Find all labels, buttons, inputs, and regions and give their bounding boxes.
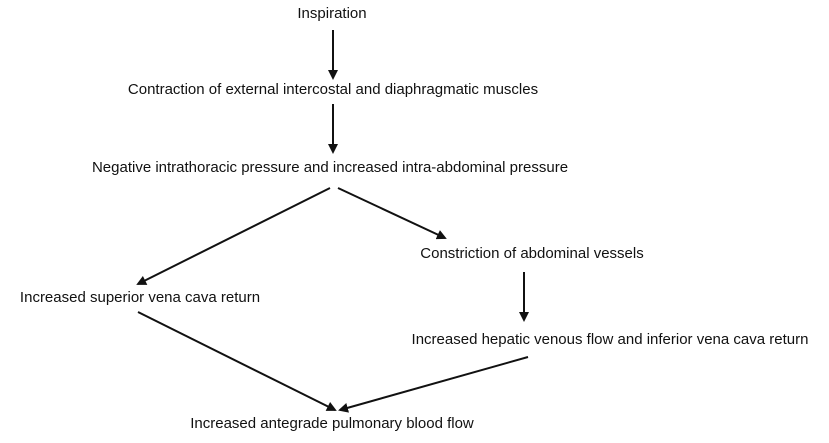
node-constriction: Constriction of abdominal vessels (420, 245, 644, 262)
arrow-pressure-to-svc-return (136, 187, 331, 285)
node-contraction: Contraction of external intercostal and … (127, 81, 539, 98)
node-svc-return: Increased superior vena cava return (19, 289, 261, 306)
node-pressure: Negative intrathoracic pressure and incr… (91, 159, 569, 176)
node-hepatic-ivc: Increased hepatic venous flow and inferi… (411, 331, 809, 348)
arrow-hepatic-ivc-to-pulmonary-flow (338, 356, 529, 413)
arrow-svc-return-to-pulmonary-flow (137, 311, 337, 411)
node-inspiration: Inspiration (297, 5, 367, 22)
node-pulmonary-flow: Increased antegrade pulmonary blood flow (190, 415, 474, 432)
arrow-pressure-to-constriction (337, 187, 447, 240)
